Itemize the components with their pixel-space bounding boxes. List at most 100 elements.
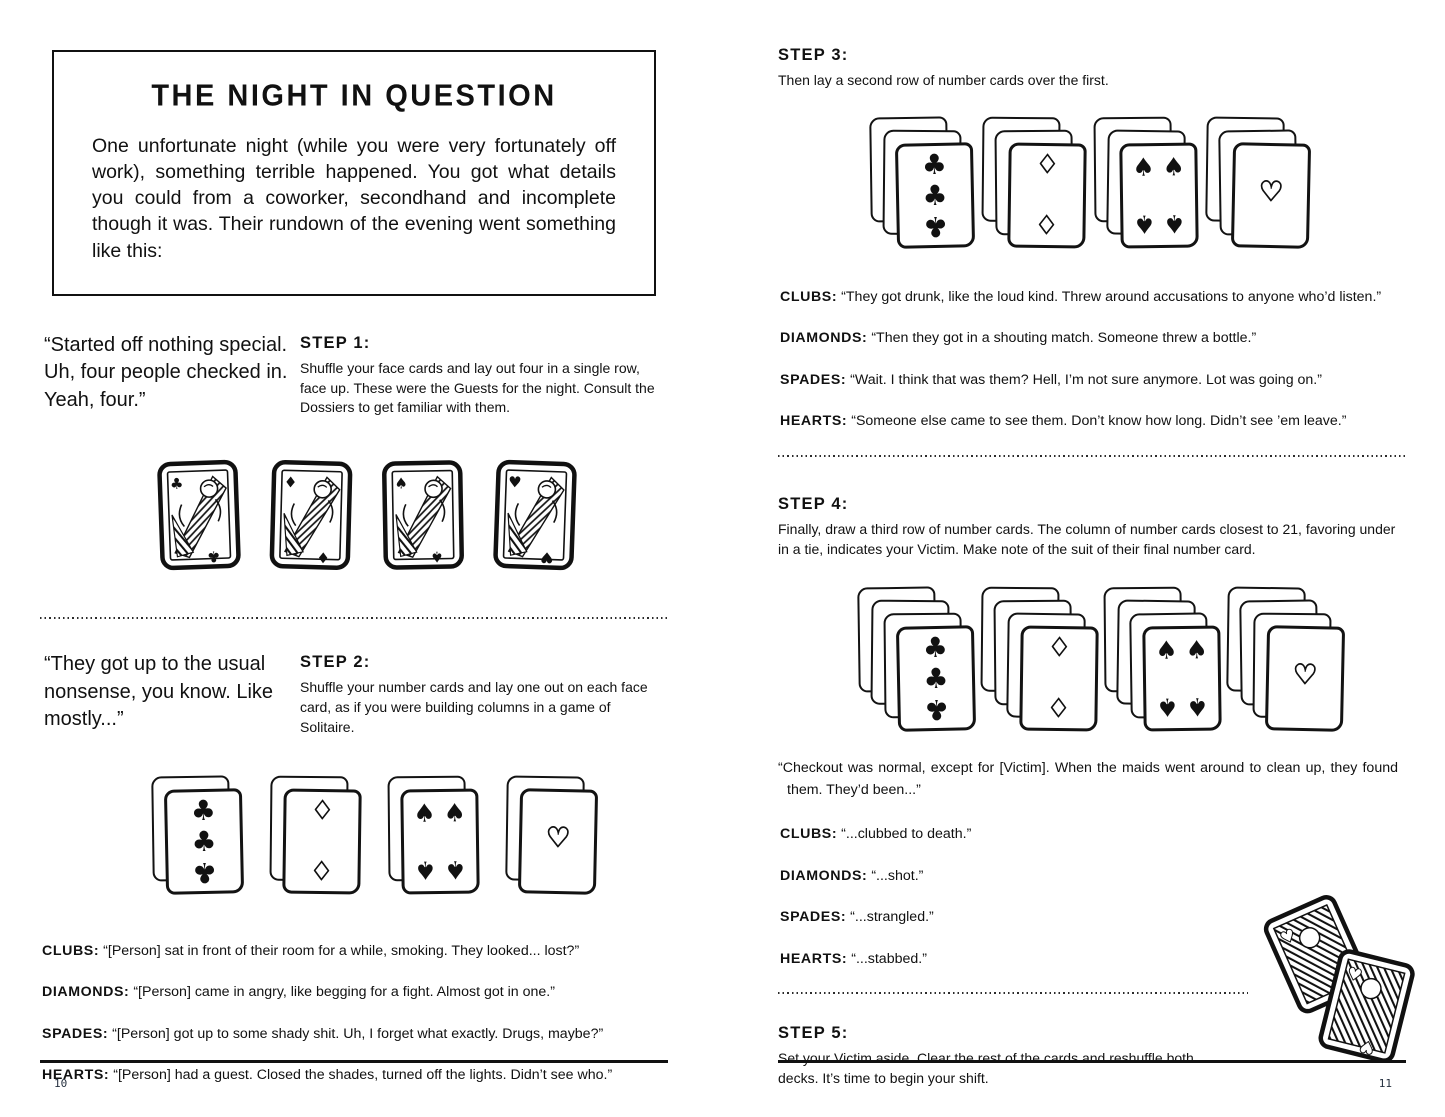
4-of-spades-card: ♠♠♠♠ (1119, 142, 1199, 249)
spade-pip-icon: ♠ (1155, 635, 1178, 666)
svg-text:♣: ♣ (170, 475, 184, 493)
club-column-stack: ♣♣♣ (857, 586, 977, 733)
step1-row: “Started off nothing special. Uh, four p… (44, 332, 668, 419)
1-of-hearts-card: ♡ (1264, 625, 1346, 733)
diamonds-label: DIAMONDS: (780, 330, 868, 347)
right-page: STEP 3: Then lay a second row of number … (778, 0, 1415, 1117)
dotted-divider (778, 991, 1248, 995)
hearts-text: “...stabbed.” (851, 950, 927, 967)
4-of-spades-card: ♠♠♠♠ (1142, 625, 1222, 732)
step2-heading: STEP 2: (300, 653, 371, 672)
2-of-diamonds-card: ♢♢ (1019, 625, 1099, 732)
spade-pip-icon: ♠ (1185, 635, 1209, 665)
spade-column-stack: ♠♠♠♠ (1093, 116, 1199, 249)
clubs-label: CLUBS: (42, 942, 100, 959)
club-pip-icon: ♣ (923, 661, 949, 696)
diamond-pip-icon: ♢ (309, 856, 334, 888)
intro-paragraph: One unfortunate night (while you were ve… (92, 135, 616, 262)
spades-text: “...strangled.” (850, 909, 934, 926)
diamond-pip-icon: ♢ (1035, 149, 1060, 180)
heart-pip-icon: ♡ (545, 820, 572, 855)
suit-line-spades: SPADES: “[Person] got up to some shady s… (42, 1025, 668, 1043)
diamond-column-stack: ♢♢ (269, 775, 362, 895)
spade-pip-icon: ♠ (1155, 693, 1179, 723)
spades-label: SPADES: (780, 909, 847, 926)
step4-body: Finally, draw a third row of number card… (778, 520, 1396, 557)
spade-pip-icon: ♠ (444, 855, 467, 885)
diamond-column-stack: ♢♢ (980, 587, 1099, 732)
club-column-stack: ♣♣♣ (151, 775, 245, 895)
heart-face-card: ♥♥ (492, 459, 578, 572)
face-cards-row: ♣♣♦♦♠♠♥♥ (156, 459, 668, 572)
step4-block: STEP 4: Finally, draw a third row of num… (778, 495, 1406, 560)
heart-column-stack: ♡ (1226, 586, 1346, 733)
step1-block: STEP 1: Shuffle your face cards and lay … (300, 332, 668, 419)
club-face-card: ♣♣ (156, 459, 242, 572)
dotted-divider (40, 616, 668, 620)
svg-text:♣: ♣ (207, 548, 221, 566)
step3-suit-reports: CLUBS: “They got drunk, like the loud ki… (778, 288, 1406, 431)
svg-text:♥: ♥ (508, 473, 522, 491)
suit-line-hearts: HEARTS: “Someone else came to see them. … (780, 412, 1406, 430)
step2-quote: “They got up to the usual nonsense, you … (44, 653, 274, 731)
spades-text: “[Person] got up to some shady shit. Uh,… (112, 1025, 604, 1042)
step3-card-stacks: ♣♣♣♢♢♠♠♠♠♡ (869, 116, 1406, 249)
left-page: THE NIGHT IN QUESTION One unfortunate ni… (40, 0, 668, 1117)
diamond-pip-icon: ♢ (310, 795, 335, 826)
suit-line-diamonds: DIAMONDS: “...shot.” (780, 867, 1406, 885)
svg-text:♠: ♠ (394, 475, 408, 493)
step2-row: “They got up to the usual nonsense, you … (44, 651, 668, 738)
diamonds-label: DIAMONDS: (780, 867, 868, 884)
svg-text:♥: ♥ (1345, 964, 1365, 987)
suit-line-clubs: CLUBS: “They got drunk, like the loud ki… (780, 288, 1406, 306)
diamonds-text: “...shot.” (871, 867, 924, 884)
spade-column-stack: ♠♠♠♠ (1103, 587, 1222, 732)
page-number: 11 (1378, 1077, 1392, 1090)
heart-column-stack: ♡ (1205, 116, 1312, 249)
step2-body: Shuffle your number cards and lay one ou… (300, 679, 648, 735)
step4-suit-reports: CLUBS: “...clubbed to death.” DIAMONDS: … (778, 825, 1406, 968)
spades-text: “Wait. I think that was them? Hell, I’m … (850, 371, 1322, 388)
step3-block: STEP 3: Then lay a second row of number … (778, 46, 1406, 91)
clubs-text: “[Person] sat in front of their room for… (103, 942, 580, 959)
club-pip-icon: ♣ (922, 630, 949, 665)
dotted-divider (778, 453, 1406, 457)
diamond-face-card: ♦♦ (269, 459, 354, 571)
step1-heading: STEP 1: (300, 333, 371, 352)
clubs-label: CLUBS: (780, 826, 838, 843)
suit-line-spades: SPADES: “...strangled.” (780, 908, 1406, 926)
step5-body: Set your Victim aside. Clear the rest of… (778, 1050, 1194, 1087)
hearts-label: HEARTS: (42, 1067, 110, 1084)
diamond-pip-icon: ♢ (1047, 633, 1072, 664)
diamonds-text: “Then they got in a shouting match. Some… (871, 330, 1257, 347)
svg-text:♦: ♦ (316, 548, 330, 566)
step1-body: Shuffle your face cards and lay out four… (300, 359, 655, 416)
suit-line-hearts: HEARTS: “[Person] had a guest. Closed th… (42, 1066, 668, 1084)
svg-text:♥: ♥ (540, 548, 554, 566)
spade-pip-icon: ♠ (1163, 209, 1186, 239)
heart-face-card-illustration: ♥♥ (1314, 946, 1418, 1071)
club-column-stack: ♣♣♣ (869, 116, 976, 249)
hearts-label: HEARTS: (780, 413, 848, 430)
4-of-spades-card: ♠♠♠♠ (400, 788, 480, 895)
diamonds-text: “[Person] came in angry, like begging fo… (133, 984, 555, 1001)
hearts-text: “Someone else came to see them. Don’t kn… (851, 413, 1347, 430)
club-pip-icon: ♣ (191, 824, 217, 858)
spade-pip-icon: ♠ (1132, 209, 1156, 239)
footer-rule (778, 1060, 1406, 1063)
decorative-playing-cards-illustration: ♥♥♥♥ (1263, 895, 1428, 1063)
club-pip-icon: ♣ (191, 855, 218, 890)
svg-text:♠: ♠ (430, 548, 444, 566)
2-of-diamonds-card: ♢♢ (1007, 142, 1087, 249)
diamond-column-stack: ♢♢ (981, 116, 1087, 249)
page-number: 10 (54, 1077, 68, 1090)
step1-quote: “Started off nothing special. Uh, four p… (44, 333, 288, 411)
diamond-pip-icon: ♢ (1034, 210, 1059, 242)
club-pip-icon: ♣ (922, 209, 949, 244)
suit-line-clubs: CLUBS: “[Person] sat in front of their r… (42, 942, 668, 960)
clubs-label: CLUBS: (780, 288, 838, 305)
2-of-diamonds-card: ♢♢ (282, 788, 362, 895)
spade-pip-icon: ♠ (1132, 152, 1155, 182)
club-pip-icon: ♣ (923, 693, 950, 727)
heart-column-stack: ♡ (505, 775, 599, 895)
